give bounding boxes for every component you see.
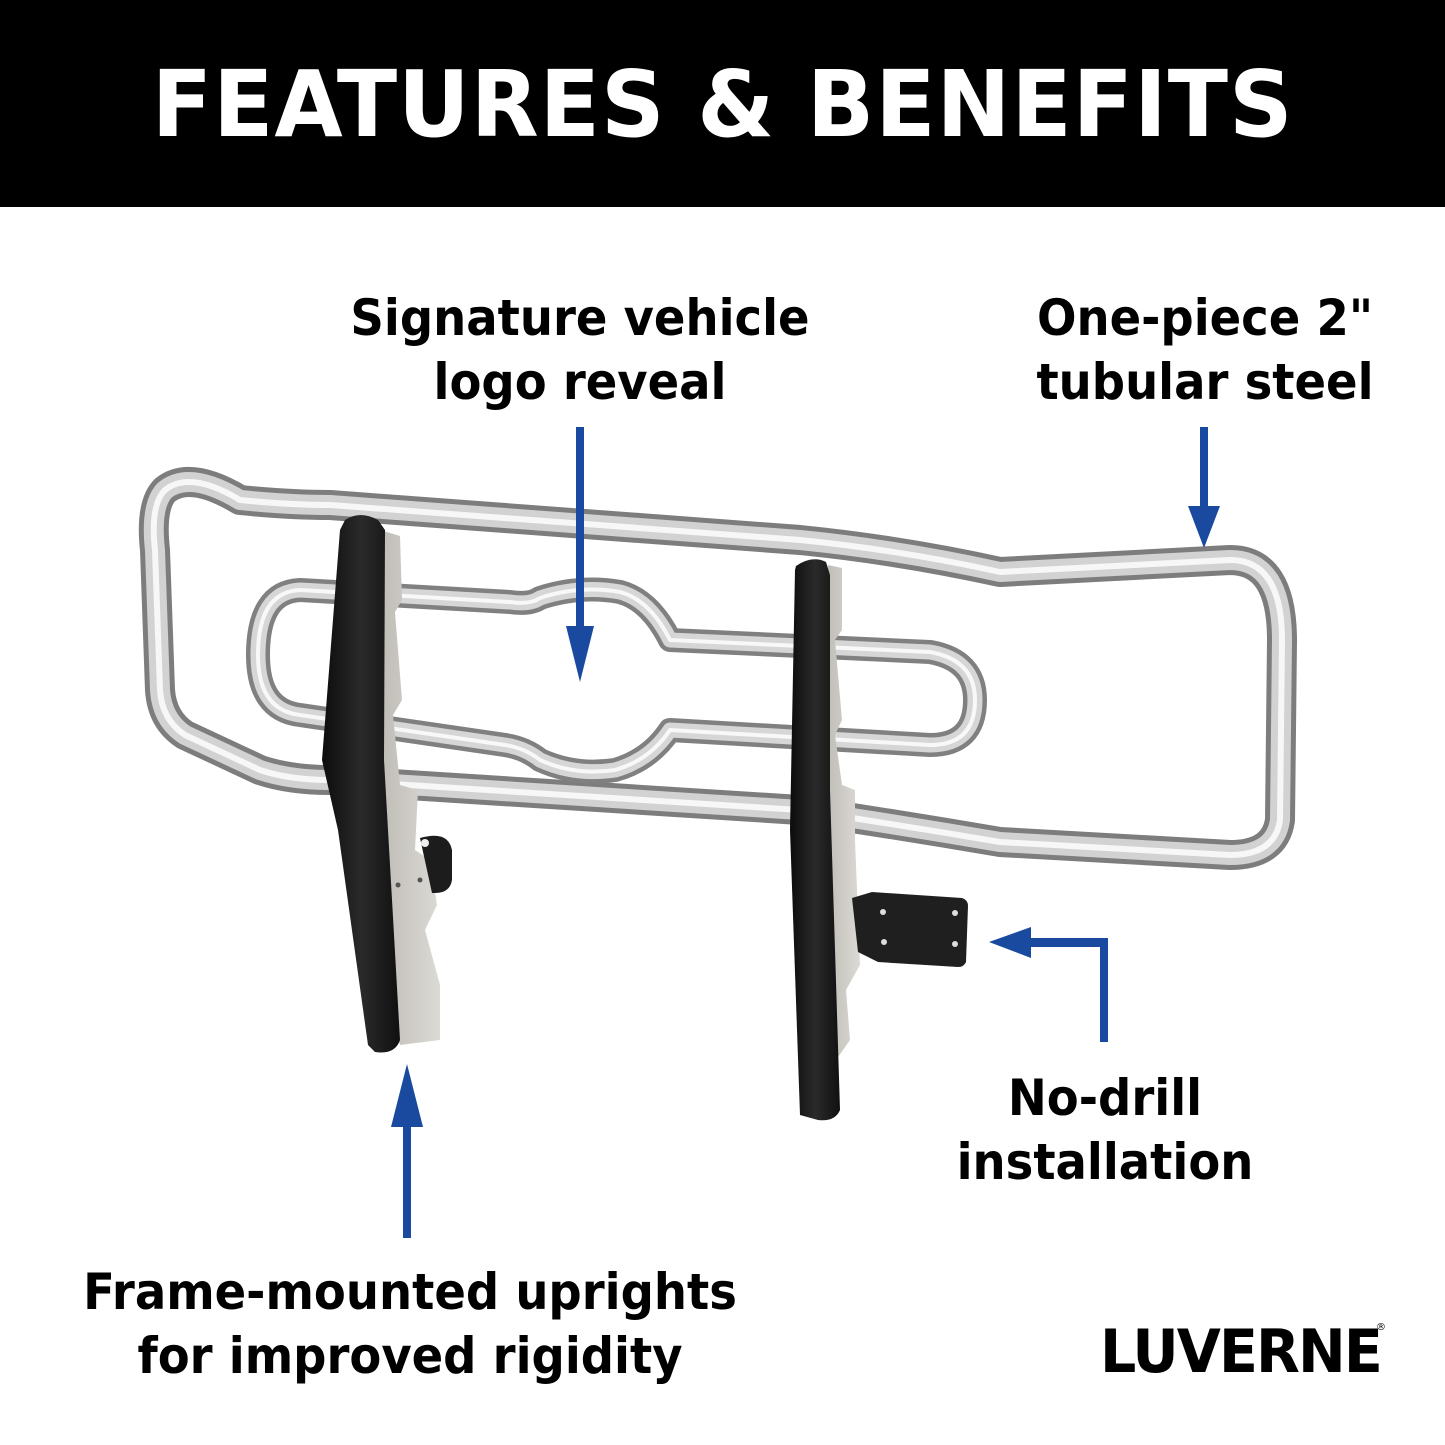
callout-no-drill-line1: No-drill (1007, 1069, 1203, 1127)
callout-logo-reveal: Signature vehicle logo reveal (348, 286, 813, 414)
left-mount-plate (380, 530, 440, 1045)
callout-logo-reveal-line2: logo reveal (433, 353, 727, 411)
tubular-steel-arrow (1188, 427, 1220, 548)
callout-tubular-steel: One-piece 2" tubular steel (1024, 286, 1387, 414)
frame-mounted-arrow (391, 1064, 423, 1238)
right-frame-bracket (852, 892, 968, 967)
left-frame-bracket (420, 835, 452, 893)
callout-frame-mounted-line1: Frame-mounted uprights (83, 1263, 737, 1321)
callout-no-drill-line2: installation (956, 1133, 1254, 1191)
header-banner: FEATURES & BENEFITS (0, 0, 1445, 207)
callout-frame-mounted: Frame-mounted uprights for improved rigi… (66, 1260, 754, 1388)
registered-mark: ® (1376, 1322, 1386, 1333)
right-upright (790, 559, 968, 1121)
brand-name: LUVERNE (1100, 1317, 1383, 1387)
page-title: FEATURES & BENEFITS (151, 50, 1294, 158)
left-upright (322, 515, 452, 1053)
callout-tubular-steel-line2: tubular steel (1036, 353, 1374, 411)
outer-tube (138, 467, 1297, 870)
inner-logo-loop (246, 577, 987, 784)
callout-no-drill: No-drill installation (942, 1066, 1268, 1194)
callout-tubular-steel-line1: One-piece 2" (1036, 289, 1374, 347)
no-drill-arrow (989, 927, 1108, 1042)
callout-logo-reveal-line1: Signature vehicle (350, 289, 810, 347)
callout-frame-mounted-line2: for improved rigidity (137, 1327, 683, 1385)
logo-reveal-arrow (566, 427, 594, 682)
brand-logo: LUVERNE ® (1100, 1322, 1390, 1382)
